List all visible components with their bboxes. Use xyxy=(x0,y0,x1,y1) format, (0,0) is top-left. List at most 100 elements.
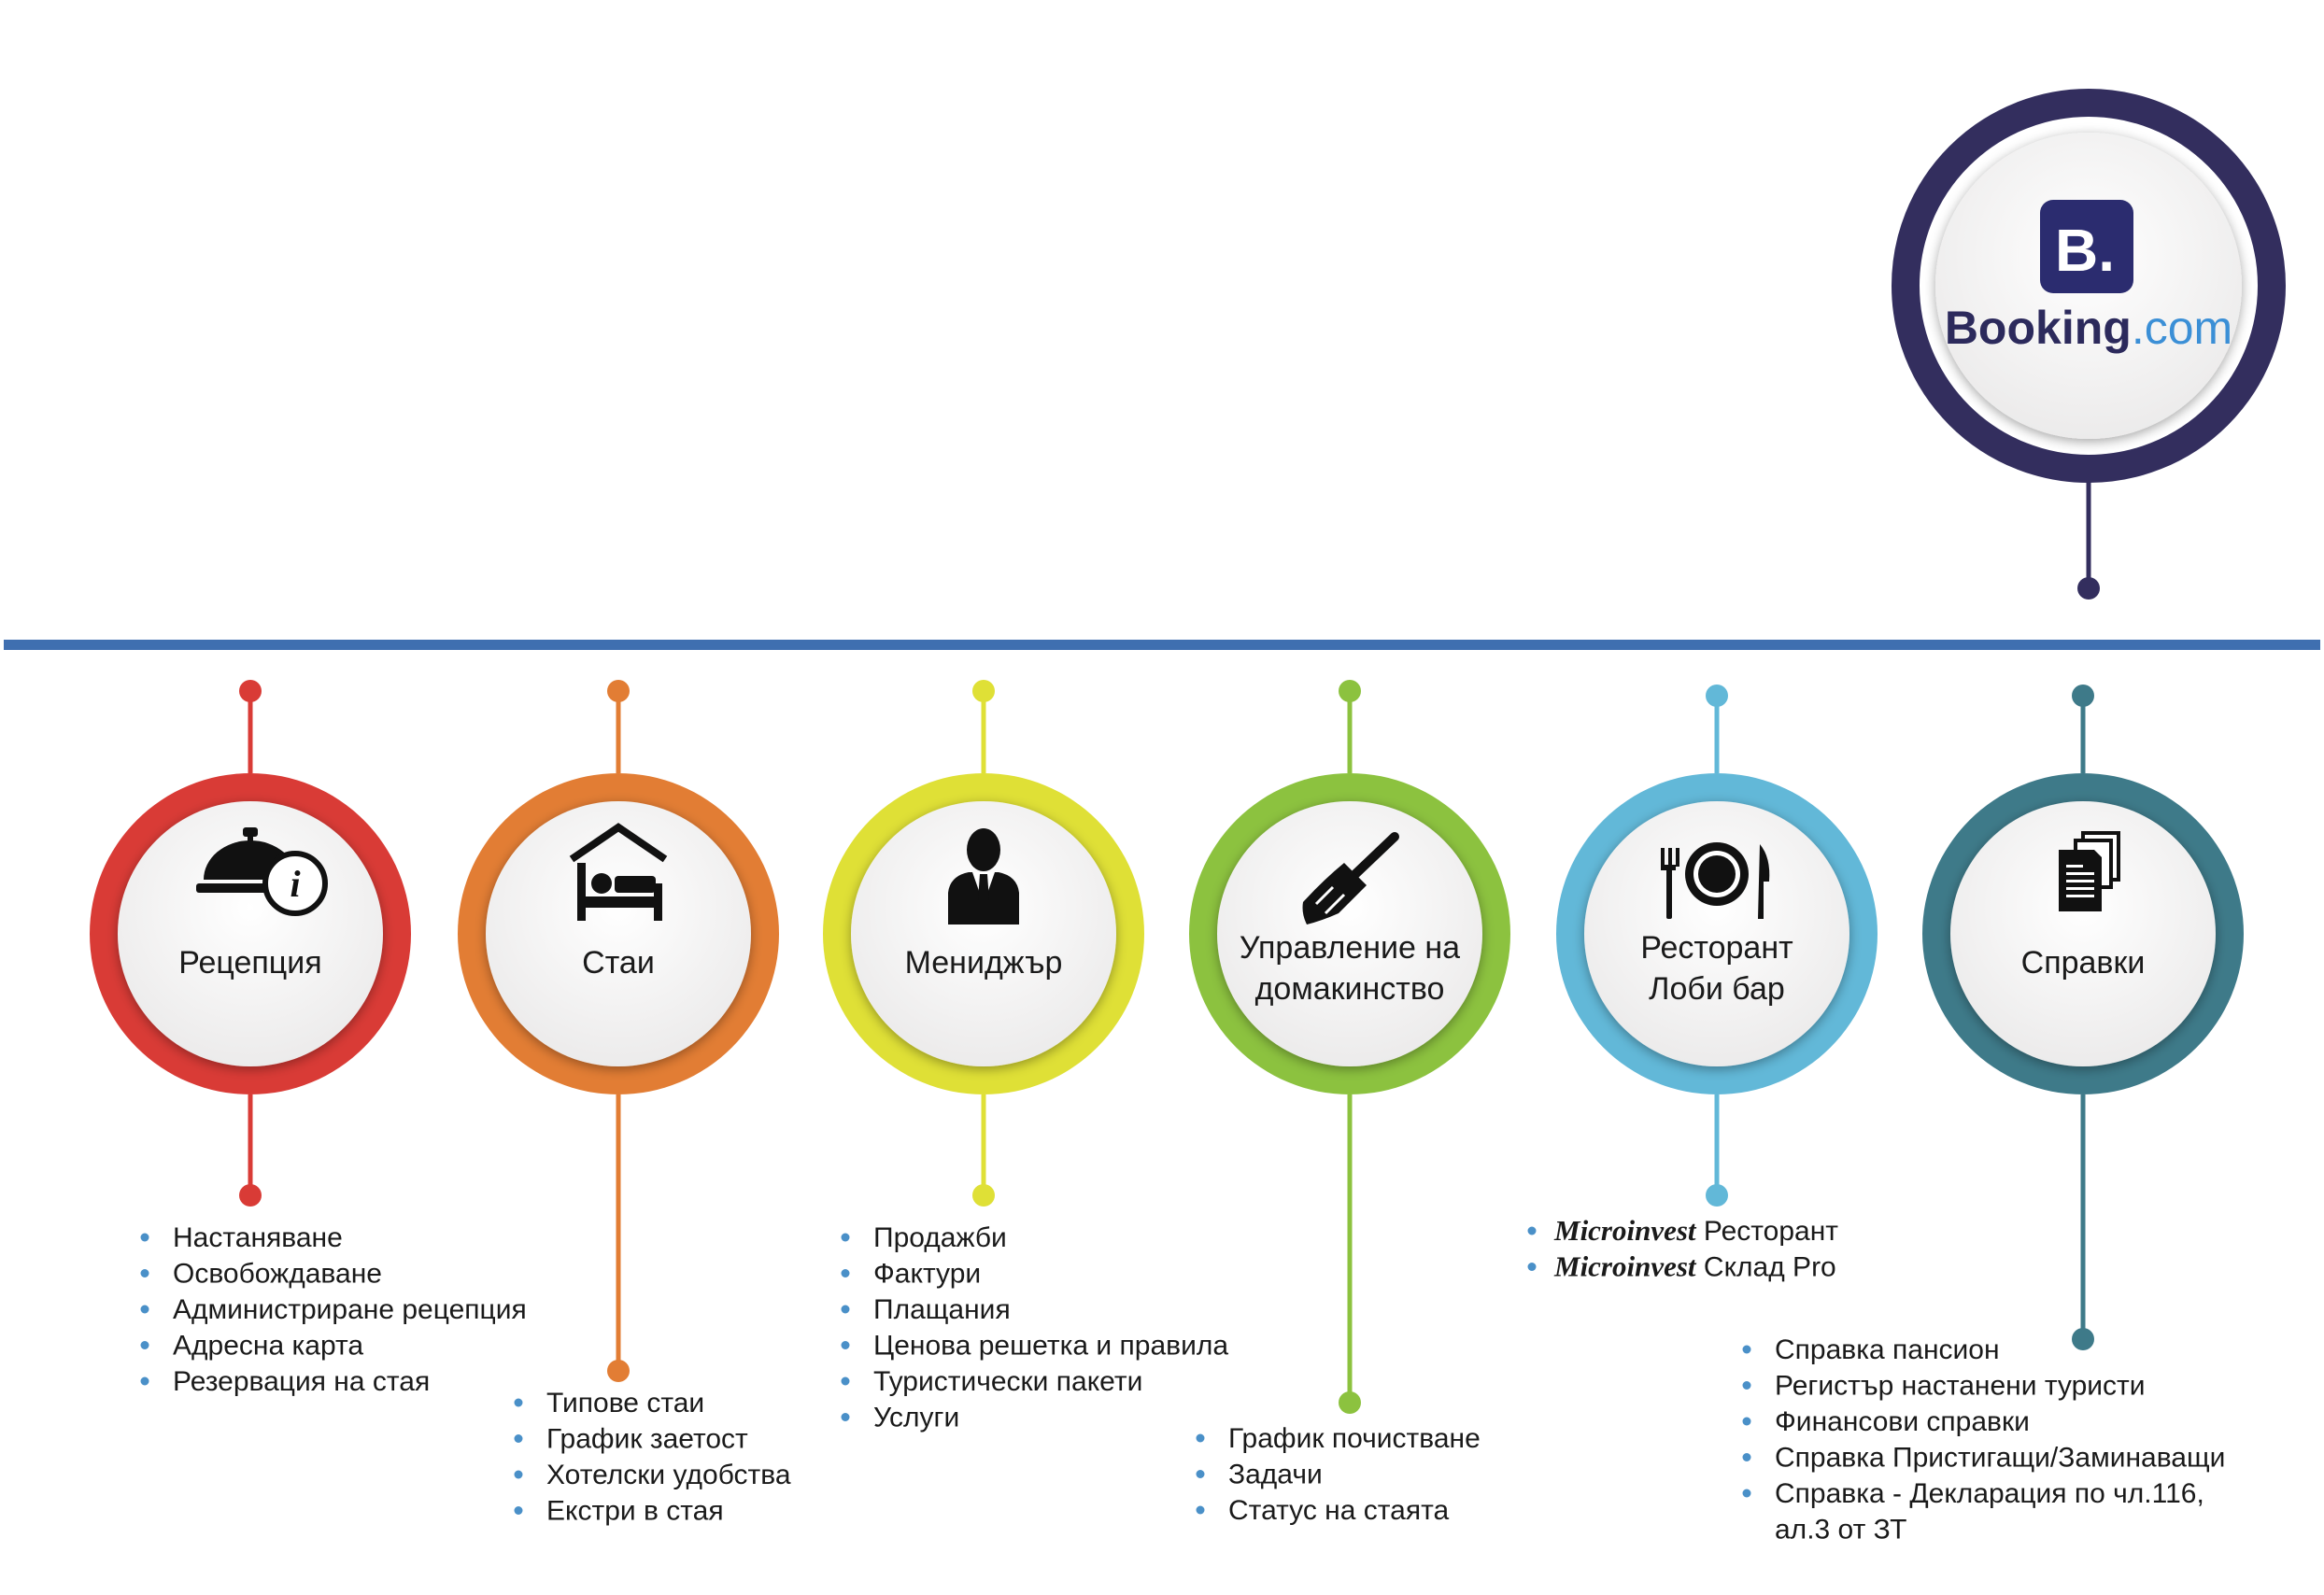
node-inner-disc xyxy=(851,801,1116,1066)
connector-bottom-dot xyxy=(2072,1328,2094,1350)
bullet-icon xyxy=(841,1341,850,1349)
list-item: Регистър настанени туристи xyxy=(1775,1371,2146,1402)
bullet-icon xyxy=(1196,1470,1205,1478)
list-item: Освобождаване xyxy=(173,1259,382,1290)
list-item: Туристически пакети xyxy=(873,1366,1142,1397)
list-item: Настаняване xyxy=(173,1222,343,1253)
booking-wordmark-suffix: .com xyxy=(2132,302,2232,354)
bullet-icon xyxy=(514,1470,523,1479)
list-item: ал.3 от ЗТ xyxy=(1775,1515,1906,1546)
reception-bell-icon: i xyxy=(196,827,328,916)
bullet-icon xyxy=(140,1376,149,1386)
bullet-icon xyxy=(841,1269,850,1277)
list-item: Резервация на стая xyxy=(173,1366,430,1397)
connector-top-dot xyxy=(1339,680,1361,702)
list-item: Задачи xyxy=(1228,1460,1323,1490)
bullet-icon xyxy=(1742,1489,1751,1498)
node-inner-disc xyxy=(1217,801,1482,1066)
booking-logo: B. Booking.com xyxy=(1945,200,2232,354)
list-item: Хотелски удобства xyxy=(546,1460,791,1490)
bullet-icon xyxy=(1527,1226,1537,1235)
list-item: Microinvest Ресторант xyxy=(1553,1214,1838,1247)
connector-top-dot xyxy=(239,680,262,702)
bed-icon xyxy=(569,823,668,921)
bullet-icon xyxy=(1742,1381,1751,1390)
list-item: Ценова решетка и правила xyxy=(873,1331,1228,1362)
list-item: Финансови справки xyxy=(1775,1406,2030,1437)
bullet-icon xyxy=(841,1305,850,1314)
node-inner-disc xyxy=(1584,801,1849,1066)
list-item: График почистване xyxy=(1228,1423,1481,1454)
bullet-icon xyxy=(514,1434,523,1443)
list-item: Справка - Декларация по чл.116, xyxy=(1775,1478,2204,1509)
bullet-icon xyxy=(514,1506,523,1515)
connector-bottom-dot xyxy=(239,1184,262,1207)
connector-bottom-dot xyxy=(607,1360,630,1382)
node-label: Справки xyxy=(2021,945,2146,981)
timeline-bar xyxy=(4,640,2320,650)
list-item: Статус на стаята xyxy=(1228,1495,1449,1526)
svg-text:i: i xyxy=(290,863,300,905)
node-label: Стаи xyxy=(582,945,655,981)
list-item: Фактури xyxy=(873,1259,981,1290)
bullet-icon xyxy=(1196,1505,1205,1515)
list-item: Продажби xyxy=(873,1222,1007,1253)
bullet-icon xyxy=(140,1305,149,1314)
node-label: Ресторант xyxy=(1640,930,1793,966)
bullet-icon xyxy=(841,1233,850,1242)
broom-icon xyxy=(1302,832,1399,925)
bullet-icon xyxy=(140,1233,149,1242)
list-item: Адресна карта xyxy=(173,1331,363,1362)
booking-connector-dot xyxy=(2077,577,2100,600)
module-nodes: iРецепцияНастаняванеОсвобождаванеАдминис… xyxy=(90,680,2244,1546)
connector-bottom-dot xyxy=(1339,1391,1361,1414)
connector-bottom-dot xyxy=(972,1184,995,1207)
list-item: Екстри в стая xyxy=(546,1496,724,1527)
node-label: Рецепция xyxy=(178,945,321,981)
bullet-icon xyxy=(140,1269,149,1277)
connector-bottom-dot xyxy=(1706,1184,1728,1207)
connector-top-dot xyxy=(972,680,995,702)
connector-top-dot xyxy=(1706,685,1728,707)
bullet-icon xyxy=(1196,1433,1205,1443)
node-recepcia: iРецепцияНастаняванеОсвобождаванеАдминис… xyxy=(90,680,527,1397)
manager-icon xyxy=(948,828,1019,925)
list-item: Плащания xyxy=(873,1294,1011,1325)
list-item: Справка пансион xyxy=(1775,1334,2000,1365)
bullet-icon xyxy=(1527,1263,1537,1271)
connector-top-dot xyxy=(2072,685,2094,707)
bullet-icon xyxy=(841,1413,850,1421)
list-item: Типове стаи xyxy=(546,1388,704,1419)
bullet-icon xyxy=(140,1341,149,1349)
restaurant-icon xyxy=(1661,842,1770,919)
booking-wordmark: Booking.com xyxy=(1945,302,2232,354)
bullet-icon xyxy=(514,1398,523,1407)
node-label: Лоби бар xyxy=(1649,971,1785,1007)
list-item: График заетост xyxy=(546,1424,748,1455)
bullet-icon xyxy=(1742,1453,1751,1461)
list-item: Услуги xyxy=(873,1403,959,1433)
node-label: домакинство xyxy=(1255,971,1445,1007)
booking-ring xyxy=(1892,89,2286,483)
bullet-icon xyxy=(841,1376,850,1386)
node-inner-disc xyxy=(486,801,751,1066)
booking-badge-letter: B. xyxy=(2055,217,2115,284)
node-label: Мениджър xyxy=(905,945,1063,981)
booking-wordmark-main: Booking xyxy=(1945,302,2132,354)
list-item: Справка Пристигащи/Заминаващи xyxy=(1775,1443,2225,1474)
node-label: Управление на xyxy=(1240,930,1460,966)
bullet-icon xyxy=(1742,1417,1751,1426)
connector-top-dot xyxy=(607,680,630,702)
booking-node: B. Booking.com xyxy=(1892,89,2286,600)
node-inner-disc xyxy=(1950,801,2216,1066)
